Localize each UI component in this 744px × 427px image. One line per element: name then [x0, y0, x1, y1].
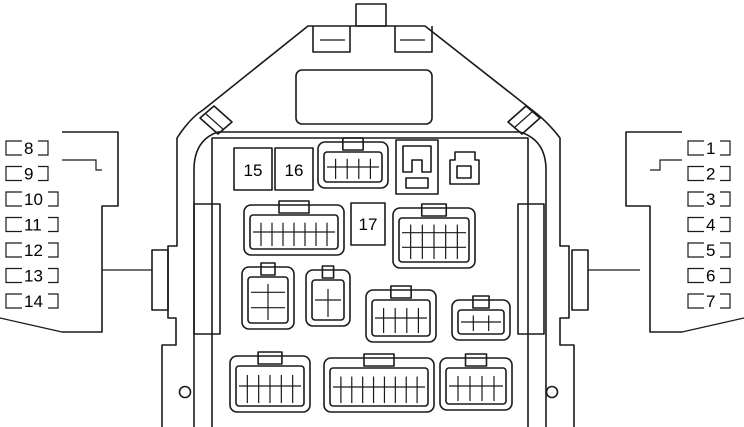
- right-terminal-3: 3: [687, 190, 731, 209]
- relay-top: [395, 139, 439, 195]
- relay-small: [449, 151, 480, 185]
- right-terminal-5: 5: [687, 241, 731, 260]
- right-terminal-label: 1: [706, 139, 715, 158]
- left-terminal-label: 14: [24, 292, 43, 311]
- connector-small-center: [305, 265, 351, 327]
- left-terminal-10: 10: [5, 190, 59, 209]
- connector-mid-left: [243, 200, 345, 256]
- left-side-connector: [0, 131, 119, 333]
- left-terminal-9: 9: [5, 165, 49, 184]
- mount-hole-right: [545, 385, 559, 399]
- fuse-15: 15: [233, 147, 273, 191]
- fuse-17: 17: [350, 202, 386, 246]
- right-terminal-2: 2: [687, 165, 731, 184]
- left-terminal-label: 13: [24, 267, 43, 286]
- left-terminal-label: 11: [24, 216, 42, 235]
- fuse-15-label: 15: [244, 161, 263, 180]
- right-terminal-label: 6: [706, 267, 715, 286]
- right-terminal-label: 7: [706, 292, 715, 311]
- mount-hole-left: [178, 385, 192, 399]
- connector-mid-right: [392, 203, 476, 269]
- fuse-16-label: 16: [285, 161, 304, 180]
- left-terminal-label: 8: [24, 139, 33, 158]
- left-terminal-label: 10: [24, 190, 43, 209]
- housing-outline: [102, 3, 640, 427]
- right-terminal-7: 7: [687, 292, 731, 311]
- connector-small-left: [241, 262, 295, 330]
- right-terminal-6: 6: [687, 267, 731, 286]
- left-terminal-8: 8: [5, 139, 49, 158]
- connector-group: [229, 137, 513, 413]
- right-terminal-label: 3: [706, 190, 715, 209]
- right-terminal-1: 1: [687, 139, 731, 158]
- right-terminal-label: 4: [706, 216, 715, 235]
- connector-bottom-left: [229, 351, 311, 413]
- left-terminal-13: 13: [5, 267, 59, 286]
- left-terminal-14: 14: [5, 292, 59, 311]
- right-terminal-label: 5: [706, 241, 715, 260]
- left-terminal-label: 12: [24, 241, 43, 260]
- connector-small-right: [451, 295, 511, 341]
- left-connector-labels: 8 9 10 11 12 13 14: [5, 139, 59, 311]
- connector-center: [365, 285, 437, 343]
- connector-bottom-center: [323, 353, 435, 413]
- left-terminal-12: 12: [5, 241, 59, 260]
- right-side-connector: [625, 131, 744, 333]
- fuse-17-label: 17: [359, 215, 378, 234]
- left-terminal-11: 11: [5, 216, 59, 235]
- right-terminal-label: 2: [706, 165, 715, 184]
- right-connector-labels: 1 2 3 4 5 6 7: [687, 139, 731, 311]
- fuse-16: 16: [274, 147, 314, 191]
- connector-top-left: [317, 137, 389, 189]
- left-terminal-label: 9: [24, 165, 33, 184]
- right-terminal-4: 4: [687, 216, 731, 235]
- connector-bottom-right: [439, 353, 513, 411]
